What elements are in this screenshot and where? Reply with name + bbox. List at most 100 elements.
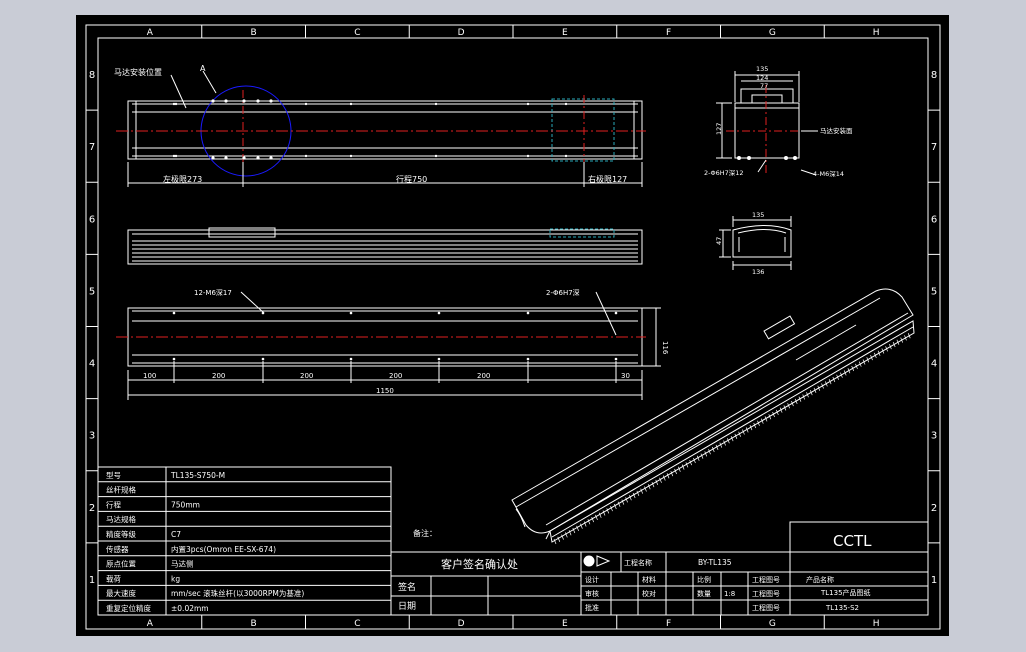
isometric-view <box>511 288 915 543</box>
spec-label: 精度等级 <box>106 529 136 539</box>
product-label: 产品名称 <box>806 575 834 584</box>
motor-mount-label: 马达安装位置 <box>114 67 162 77</box>
top-view <box>116 70 646 187</box>
grid-row-label: 5 <box>931 286 937 297</box>
grid-col-label: H <box>873 28 880 38</box>
section-view <box>719 216 792 270</box>
grid-row-label: 7 <box>89 142 95 153</box>
grid-row-label: 2 <box>931 503 937 514</box>
hole <box>349 102 353 106</box>
side-view <box>127 227 643 265</box>
spec-label: 行程 <box>106 499 121 509</box>
grid-row-label: 6 <box>931 214 937 225</box>
drawing-code: TL135-S2 <box>825 604 859 612</box>
hole <box>564 102 568 106</box>
spec-value: C7 <box>171 530 181 539</box>
grid-col-label: A <box>147 619 154 629</box>
review-label: 审核 <box>585 589 599 598</box>
grid-row-label: 6 <box>89 214 95 225</box>
right-limit-dim: 右极限127 <box>588 174 627 184</box>
drawing-no-label-2: 工程图号 <box>752 589 780 598</box>
hole <box>242 99 246 103</box>
title-block-text: 工程名称 BY-TL135 设计 审核 批准 材料 校对 比例 数量 1:8 工… <box>585 558 871 612</box>
material-label: 材料 <box>642 575 656 584</box>
title-block <box>580 521 929 616</box>
scale-label: 比例 <box>697 575 711 584</box>
hole <box>172 102 176 106</box>
scale-value: 1:8 <box>724 590 735 598</box>
drawing-no-label: 工程图号 <box>752 575 780 584</box>
outer-frame <box>85 24 941 630</box>
section-top-dim: 135 <box>752 211 764 219</box>
hole-note-right: 2-Φ6H7深 <box>546 288 580 297</box>
end-view <box>716 71 818 176</box>
grid-row-label: 7 <box>931 142 937 153</box>
section-side-dim: 47 <box>715 237 723 245</box>
hole <box>437 357 441 361</box>
end-hole-note-left: 2-Φ6H7深12 <box>704 168 744 177</box>
pitch-dim: 200 <box>477 372 490 380</box>
spec-label: 重复定位精度 <box>106 603 151 613</box>
grid-row-label: 3 <box>931 431 937 442</box>
grid-col-label: B <box>251 28 257 38</box>
quantity-label: 数量 <box>697 589 711 598</box>
hidden-motor-outline <box>551 98 615 162</box>
approve-label: 批准 <box>585 603 599 612</box>
grid-row-label: 2 <box>89 503 95 514</box>
front-view-labels: 12-M6深17 2-Φ6H7深 116 100 200 200 200 200… <box>143 288 669 395</box>
grid-row-label: 4 <box>89 359 95 370</box>
spec-label: 传感器 <box>106 544 129 554</box>
hole <box>269 156 273 160</box>
hole <box>224 99 228 103</box>
grid-col-label: H <box>873 619 880 629</box>
hole <box>211 156 215 160</box>
pitch-dim: 200 <box>300 372 313 380</box>
top-view-labels: 马达安装位置 A 左极限273 行程750 右极限127 <box>114 64 627 184</box>
hole <box>242 156 246 160</box>
hole <box>261 357 265 361</box>
inner-width-dim: 124 <box>756 74 768 82</box>
stroke-dim: 行程750 <box>396 174 427 184</box>
spec-value: kg <box>171 574 180 583</box>
mount-holes <box>172 99 618 361</box>
hole <box>349 357 353 361</box>
hole <box>747 156 751 160</box>
grid-col-label: C <box>354 28 360 38</box>
project-value: BY-TL135 <box>698 558 732 567</box>
hole <box>174 154 178 158</box>
grid-col-label: G <box>769 619 776 629</box>
height-dim: 116 <box>661 341 669 355</box>
hole <box>784 156 788 160</box>
spec-label: 原点位置 <box>106 559 136 569</box>
grid-row-label: 3 <box>89 431 95 442</box>
grid-row-label: 1 <box>89 575 95 586</box>
confirm-title: 客户签名确认处 <box>441 557 518 571</box>
hole <box>172 154 176 158</box>
hole <box>349 154 353 158</box>
hole <box>737 156 741 160</box>
pitch-dim-first: 100 <box>143 372 156 380</box>
grid-col-label: D <box>458 28 465 38</box>
spec-value: mm/sec 滚珠丝杆(以3000RPM为基准) <box>171 588 304 598</box>
grid-col-label: C <box>354 619 360 629</box>
grid-row-label: 4 <box>931 359 937 370</box>
hole <box>211 99 215 103</box>
spec-value: 马达侧 <box>171 559 194 569</box>
grid-row-label: 8 <box>931 70 937 81</box>
hole <box>434 102 438 106</box>
hole <box>304 154 308 158</box>
section-bottom-dim: 136 <box>752 268 764 276</box>
grid-row-label: 5 <box>89 286 95 297</box>
spec-value: ±0.02mm <box>171 604 209 613</box>
hole <box>437 311 441 315</box>
grid-col-label: A <box>147 28 154 38</box>
design-label: 设计 <box>585 575 599 584</box>
hole <box>304 102 308 106</box>
grid-col-label: E <box>562 619 568 629</box>
detail-a-label: A <box>200 64 206 73</box>
grid-col-label: G <box>769 28 776 38</box>
